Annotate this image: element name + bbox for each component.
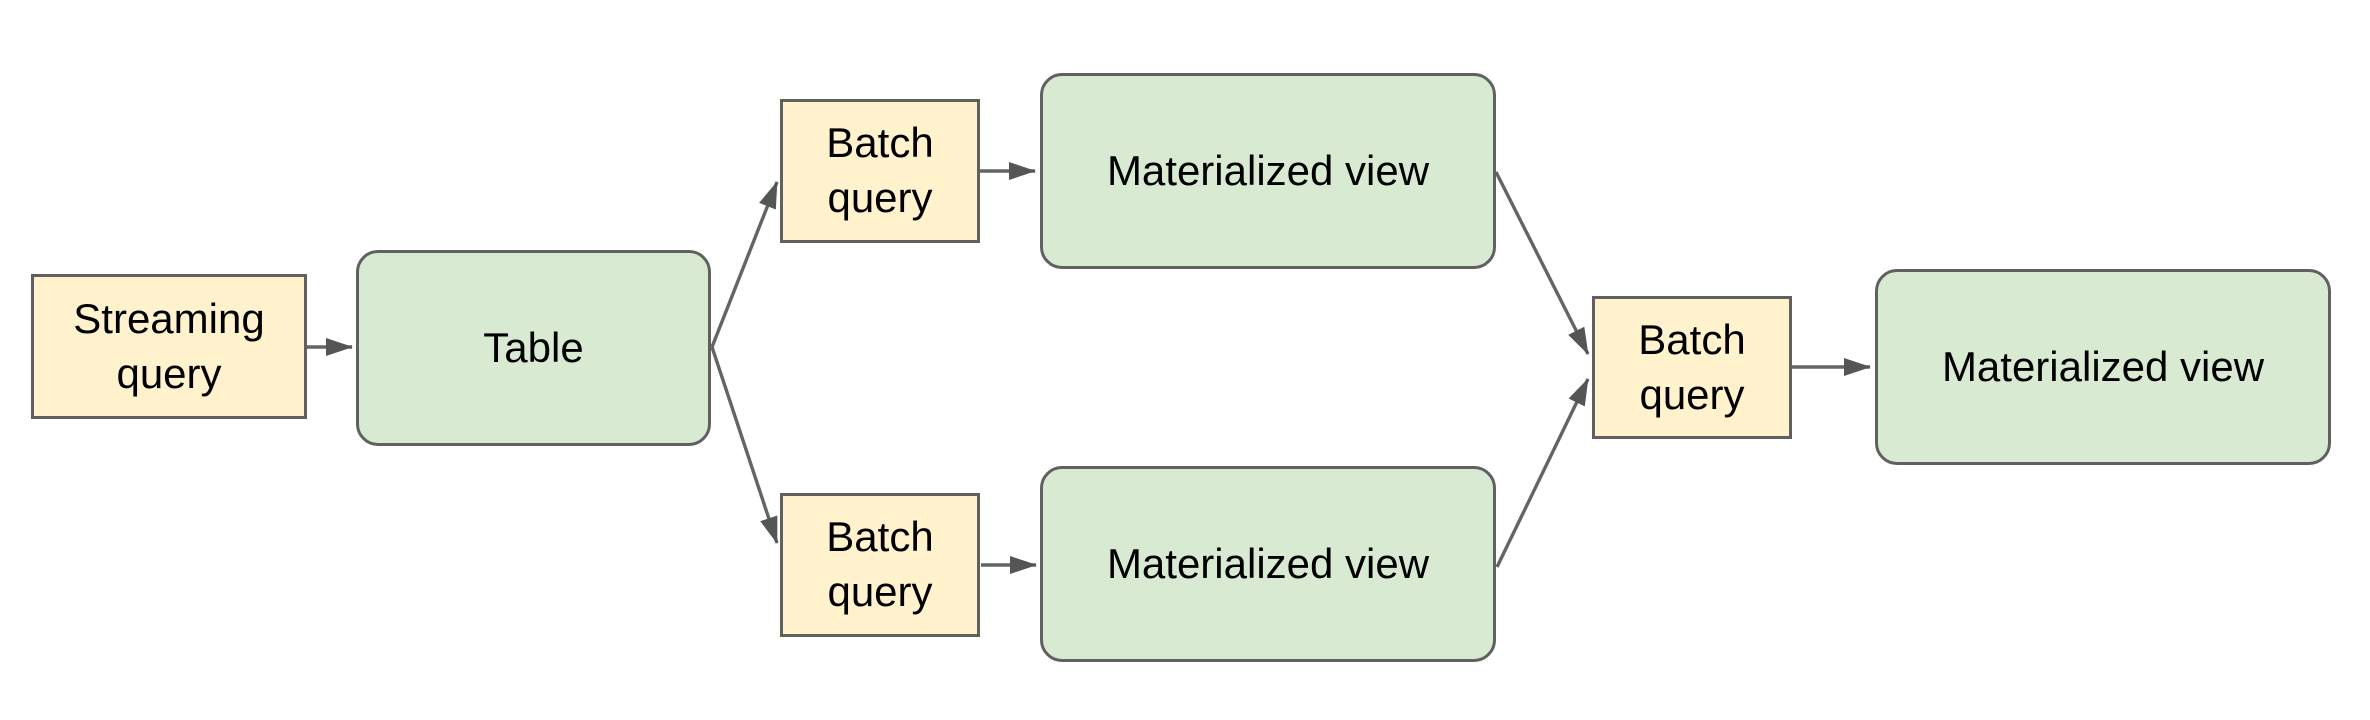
arrow-mv-bottom-to-batch-join bbox=[1495, 378, 1590, 568]
arrow-table-to-batch-top bbox=[710, 181, 779, 348]
node-materialized-view-bottom: Materialized view bbox=[1040, 466, 1496, 662]
node-batch-query-join-label: Batch query bbox=[1638, 315, 1746, 418]
node-materialized-view-top-label: Materialized view bbox=[1106, 146, 1430, 194]
node-batch-query-top: Batch query bbox=[780, 99, 980, 243]
node-streaming-query-label: Streaming query bbox=[73, 294, 265, 397]
node-streaming-query: Streaming query bbox=[31, 274, 307, 419]
node-materialized-view-final: Materialized view bbox=[1875, 269, 2331, 465]
node-materialized-view-final-label: Materialized view bbox=[1941, 342, 2265, 390]
node-batch-query-bottom: Batch query bbox=[780, 493, 980, 637]
node-materialized-view-bottom-label: Materialized view bbox=[1106, 539, 1430, 587]
node-batch-query-join: Batch query bbox=[1592, 296, 1792, 439]
node-table-label: Table bbox=[483, 323, 584, 371]
node-batch-query-top-label: Batch query bbox=[826, 119, 934, 221]
node-table: Table bbox=[356, 250, 711, 446]
node-materialized-view-top: Materialized view bbox=[1040, 73, 1496, 269]
arrow-mv-top-to-batch-join bbox=[1494, 171, 1590, 355]
node-batch-query-bottom-label: Batch query bbox=[826, 513, 934, 615]
arrow-table-to-batch-bottom bbox=[710, 346, 779, 544]
